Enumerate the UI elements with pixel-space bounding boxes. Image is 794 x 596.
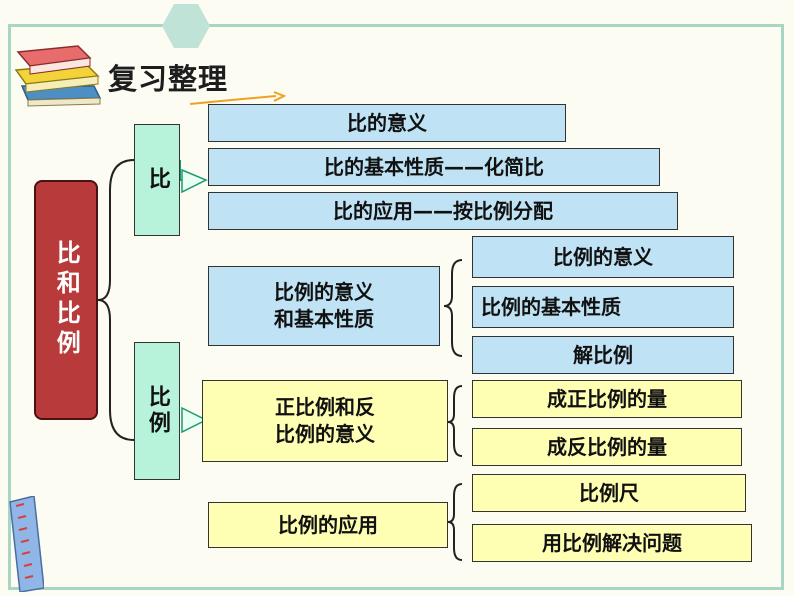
branch-ratio-node: 比 — [134, 124, 180, 236]
proportion-group-meaning-property: 比例的意义 和基本性质 — [208, 266, 440, 346]
proportion-item-scale: 比例尺 — [472, 474, 746, 512]
root-node: 比和比例 — [34, 180, 98, 420]
proportion-item-problem-solving: 用比例解决问题 — [472, 524, 752, 562]
page-title: 复习整理 — [108, 62, 229, 96]
ruler-icon — [9, 496, 44, 592]
slide-frame — [8, 24, 784, 590]
ratio-item-application: 比的应用——按比例分配 — [208, 192, 678, 230]
branch-proportion-node: 比例 — [134, 342, 180, 480]
ratio-item-meaning: 比的意义 — [208, 104, 566, 142]
proportion-group-application: 比例的应用 — [208, 502, 448, 548]
proportion-group-direct-inverse: 正比例和反 比例的意义 — [202, 380, 448, 462]
proportion-item-direct: 成正比例的量 — [472, 380, 742, 418]
proportion-item-solve: 解比例 — [472, 336, 734, 374]
books-icon — [14, 45, 102, 107]
underline-arrow-icon — [190, 91, 287, 105]
group-label: 正比例和反 比例的意义 — [275, 395, 375, 446]
proportion-item-meaning: 比例的意义 — [472, 236, 734, 278]
proportion-item-inverse: 成反比例的量 — [472, 428, 742, 466]
proportion-item-basic-property: 比例的基本性质 — [472, 286, 734, 328]
group-label: 比例的意义 和基本性质 — [274, 280, 374, 331]
ratio-item-property: 比的基本性质——化简比 — [208, 148, 660, 186]
